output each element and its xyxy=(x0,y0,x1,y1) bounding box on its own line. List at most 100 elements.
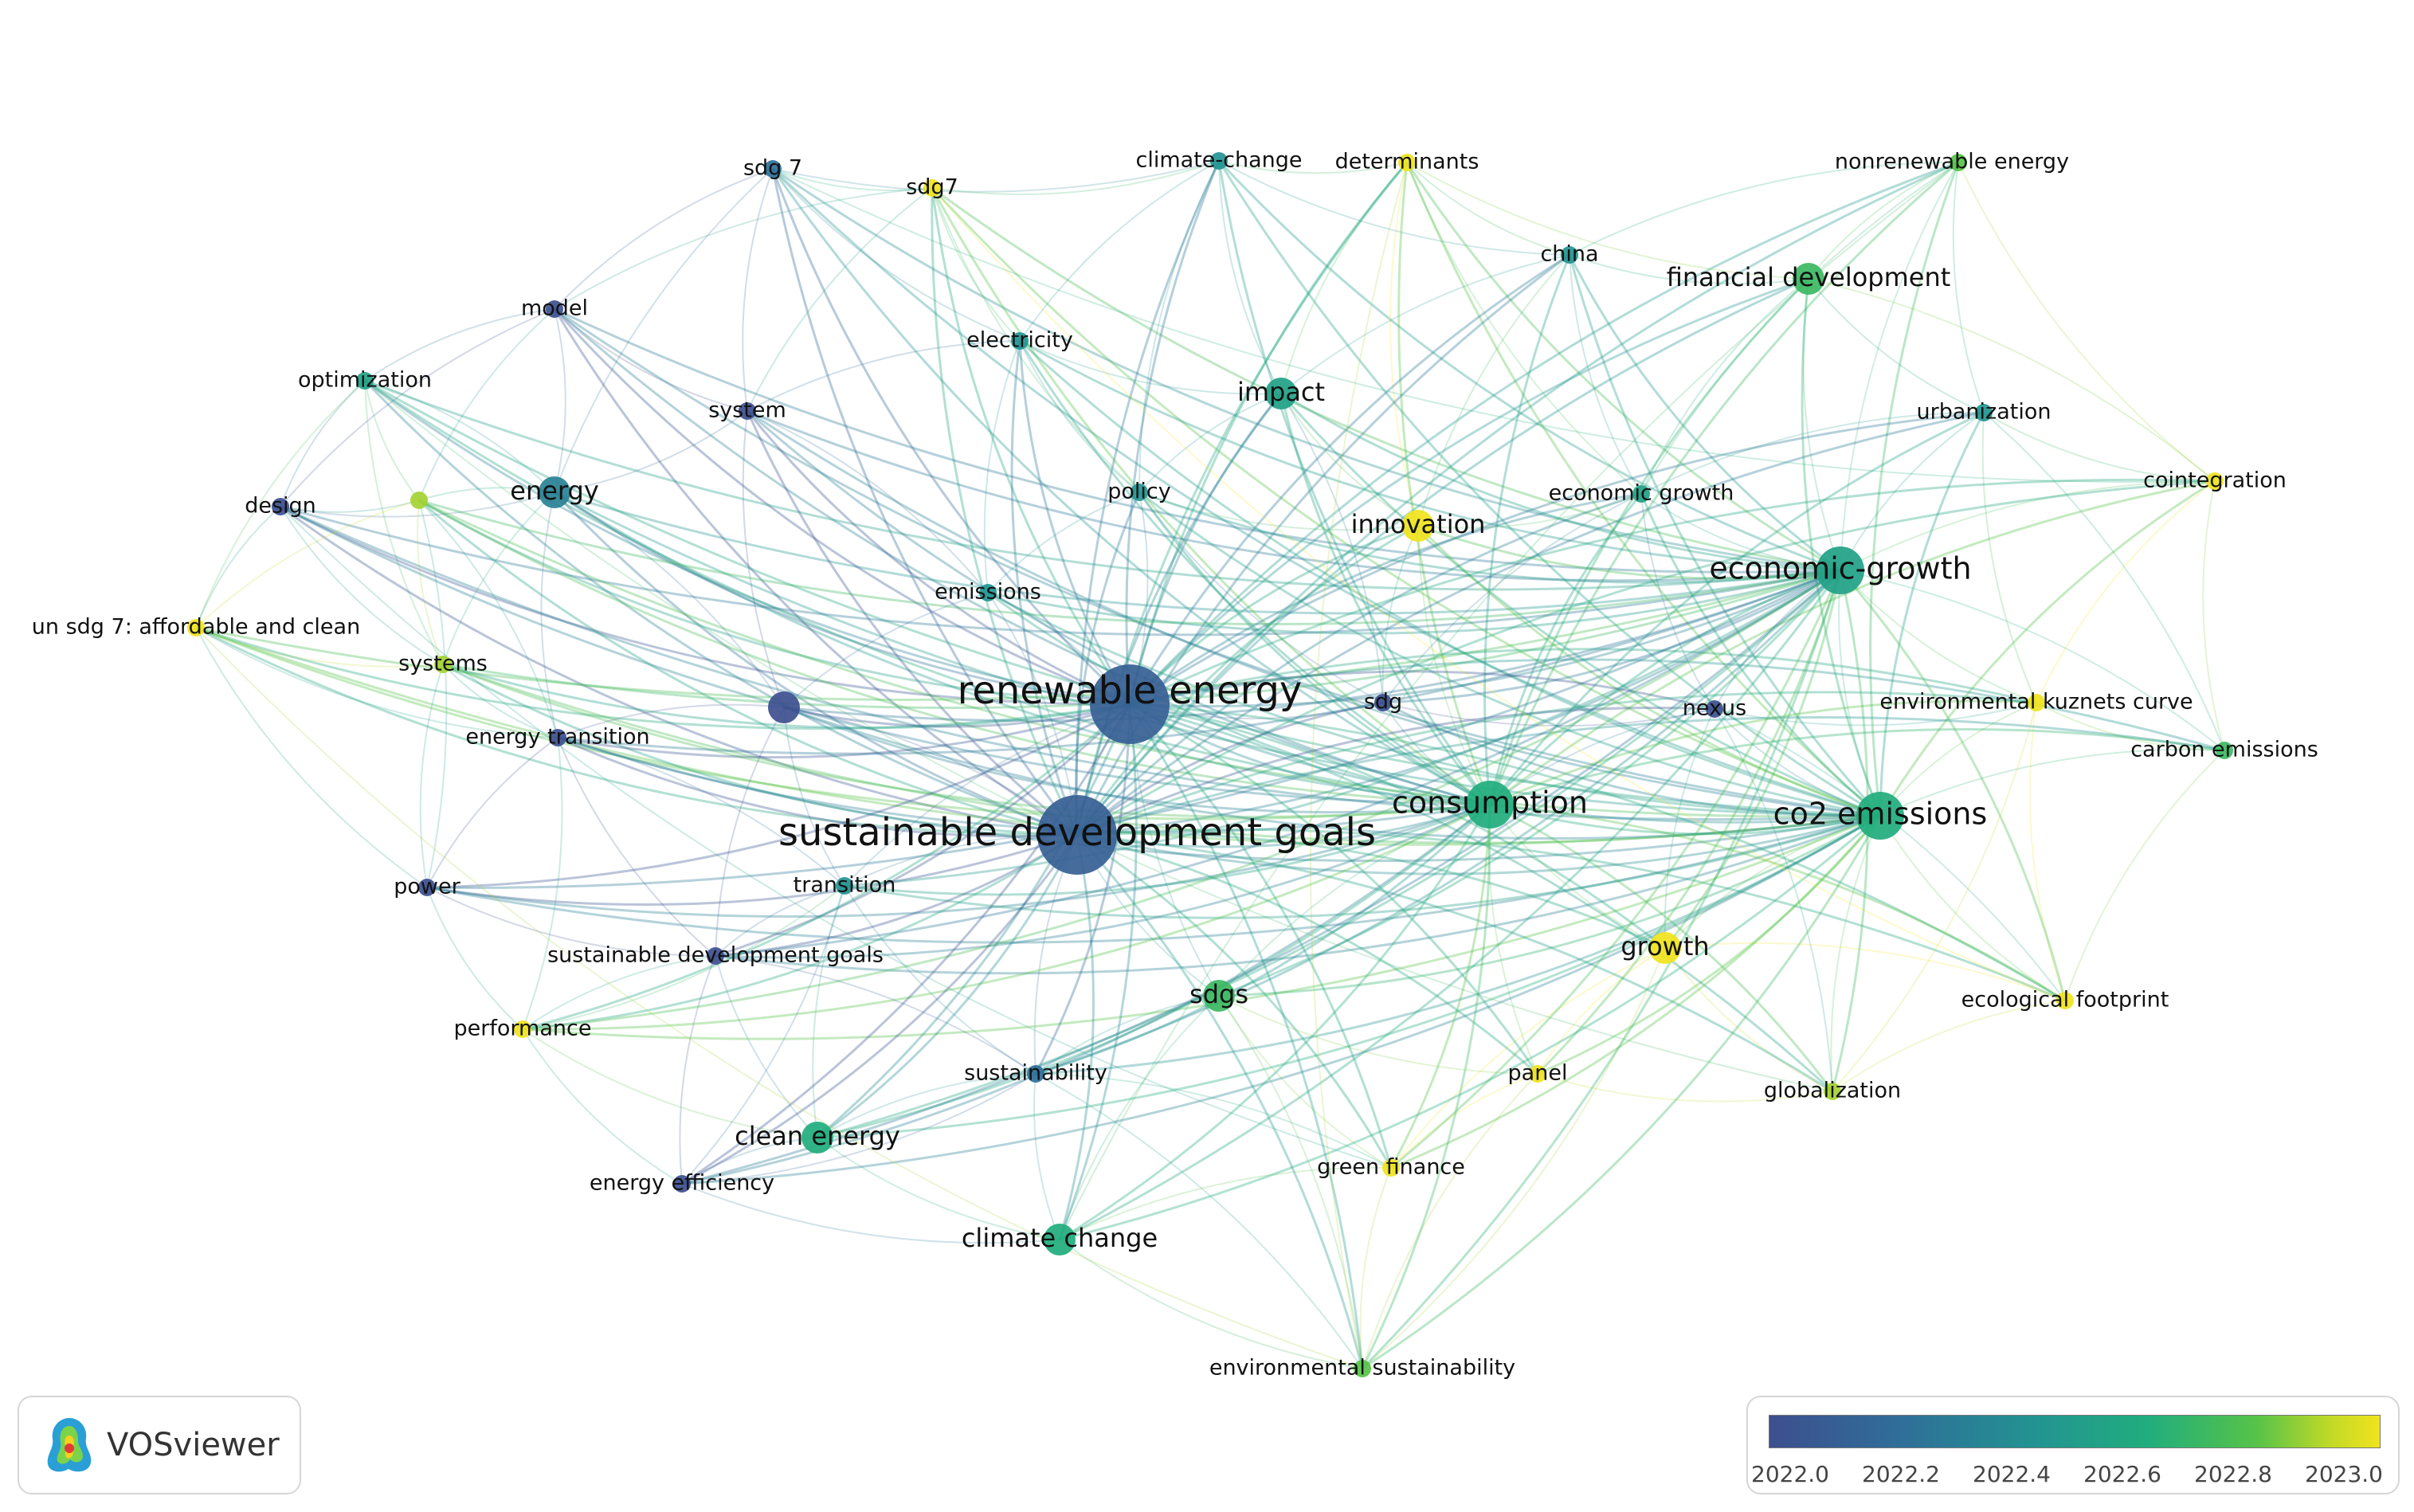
network-node[interactable] xyxy=(356,372,374,390)
network-link xyxy=(1537,947,1666,1075)
network-node[interactable] xyxy=(1975,404,1993,421)
network-node[interactable] xyxy=(1382,1159,1400,1177)
network-node[interactable] xyxy=(418,879,436,896)
network-link xyxy=(1361,804,1491,1369)
network-link xyxy=(715,814,1881,975)
network-node[interactable] xyxy=(1210,152,1228,170)
network-node[interactable] xyxy=(1529,1065,1546,1083)
network-node[interactable] xyxy=(979,584,997,601)
network-link xyxy=(1840,480,2216,571)
network-link xyxy=(1076,833,1538,1075)
network-node[interactable] xyxy=(546,300,563,318)
network-node[interactable] xyxy=(434,656,452,673)
network-node[interactable] xyxy=(1793,263,1824,295)
network-node[interactable] xyxy=(1037,795,1117,875)
network-link xyxy=(418,499,1131,706)
network-link xyxy=(783,707,845,887)
network-link xyxy=(1059,1166,1392,1240)
network-link xyxy=(1019,340,1282,395)
node-label: performance xyxy=(454,1016,592,1041)
network-link xyxy=(419,664,444,888)
network-node[interactable] xyxy=(1466,781,1514,828)
network-node[interactable] xyxy=(514,1020,531,1038)
network-node[interactable] xyxy=(1706,700,1723,718)
network-node[interactable] xyxy=(801,1122,833,1154)
network-link xyxy=(783,707,1078,836)
network-node[interactable] xyxy=(2056,992,2074,1009)
network-node[interactable] xyxy=(836,877,853,895)
network-node[interactable] xyxy=(1856,792,1904,840)
network-node[interactable] xyxy=(1131,484,1148,501)
network-node[interactable] xyxy=(1203,980,1235,1012)
network-link xyxy=(280,505,1881,821)
network-node[interactable] xyxy=(549,729,566,746)
network-link xyxy=(1417,524,1841,580)
network-node[interactable] xyxy=(2028,694,2045,711)
network-node[interactable] xyxy=(764,160,782,178)
network-node[interactable] xyxy=(2216,742,2233,759)
node-label: energy xyxy=(510,476,599,506)
network-link xyxy=(1218,804,1491,997)
network-link xyxy=(931,187,1079,836)
node-label: carbon emissions xyxy=(2130,738,2318,762)
network-node[interactable] xyxy=(1044,1224,1076,1255)
network-node[interactable] xyxy=(1950,154,1967,171)
network-link xyxy=(1487,804,1538,1075)
network-link xyxy=(1714,708,1833,1092)
network-link xyxy=(553,308,1078,836)
network-node[interactable] xyxy=(2206,472,2224,490)
network-node[interactable] xyxy=(272,498,289,515)
node-label: innovation xyxy=(1351,509,1486,539)
network-node[interactable] xyxy=(1816,546,1864,594)
network-node[interactable] xyxy=(1011,332,1029,350)
network-link xyxy=(1389,804,1491,1169)
network-link xyxy=(522,885,845,1030)
network-link xyxy=(1280,254,1570,394)
network-node[interactable] xyxy=(1398,154,1416,171)
network-link xyxy=(1397,162,1491,805)
network-node[interactable] xyxy=(1632,485,1650,503)
network-node[interactable] xyxy=(673,1175,691,1193)
node-label: financial development xyxy=(1667,262,1951,292)
network-link xyxy=(554,491,1491,806)
network-node[interactable] xyxy=(1374,694,1392,711)
network-link xyxy=(426,737,558,888)
network-node[interactable] xyxy=(1090,664,1170,744)
network-node[interactable] xyxy=(923,179,941,197)
network-node[interactable] xyxy=(707,947,724,965)
network-link xyxy=(417,499,444,665)
legend-tick: 2023.0 xyxy=(2305,1461,2383,1487)
network-link xyxy=(364,308,555,382)
network-node[interactable] xyxy=(1649,932,1681,964)
network-node[interactable] xyxy=(1354,1360,1371,1377)
network-link xyxy=(522,833,1078,1031)
network-link xyxy=(1488,493,1643,805)
node-label: transition xyxy=(794,873,896,898)
color-scale-bar xyxy=(1769,1415,2381,1448)
network-node[interactable] xyxy=(1824,1083,1841,1100)
network-link xyxy=(1129,703,1834,1093)
network-link xyxy=(817,1073,1037,1138)
network-link xyxy=(195,627,558,738)
network-link xyxy=(1076,480,2216,836)
network-link xyxy=(1058,703,1138,1240)
network-node[interactable] xyxy=(1561,246,1578,264)
network-link xyxy=(772,168,933,191)
network-link xyxy=(1058,834,1095,1240)
network-node[interactable] xyxy=(187,619,205,637)
network-link xyxy=(844,703,1131,887)
network-node[interactable] xyxy=(739,402,756,420)
network-node[interactable] xyxy=(1265,378,1297,409)
network-node[interactable] xyxy=(539,476,570,508)
network-node[interactable] xyxy=(410,492,428,509)
network-node[interactable] xyxy=(1402,510,1434,542)
network-link xyxy=(1076,834,1364,1369)
node-label: optimization xyxy=(298,368,432,393)
network-link xyxy=(1489,803,2066,1002)
network-link xyxy=(681,1137,818,1185)
network-node[interactable] xyxy=(1027,1065,1044,1083)
network-node[interactable] xyxy=(768,691,800,723)
network-link xyxy=(715,955,1037,1075)
network-link xyxy=(195,626,1078,836)
